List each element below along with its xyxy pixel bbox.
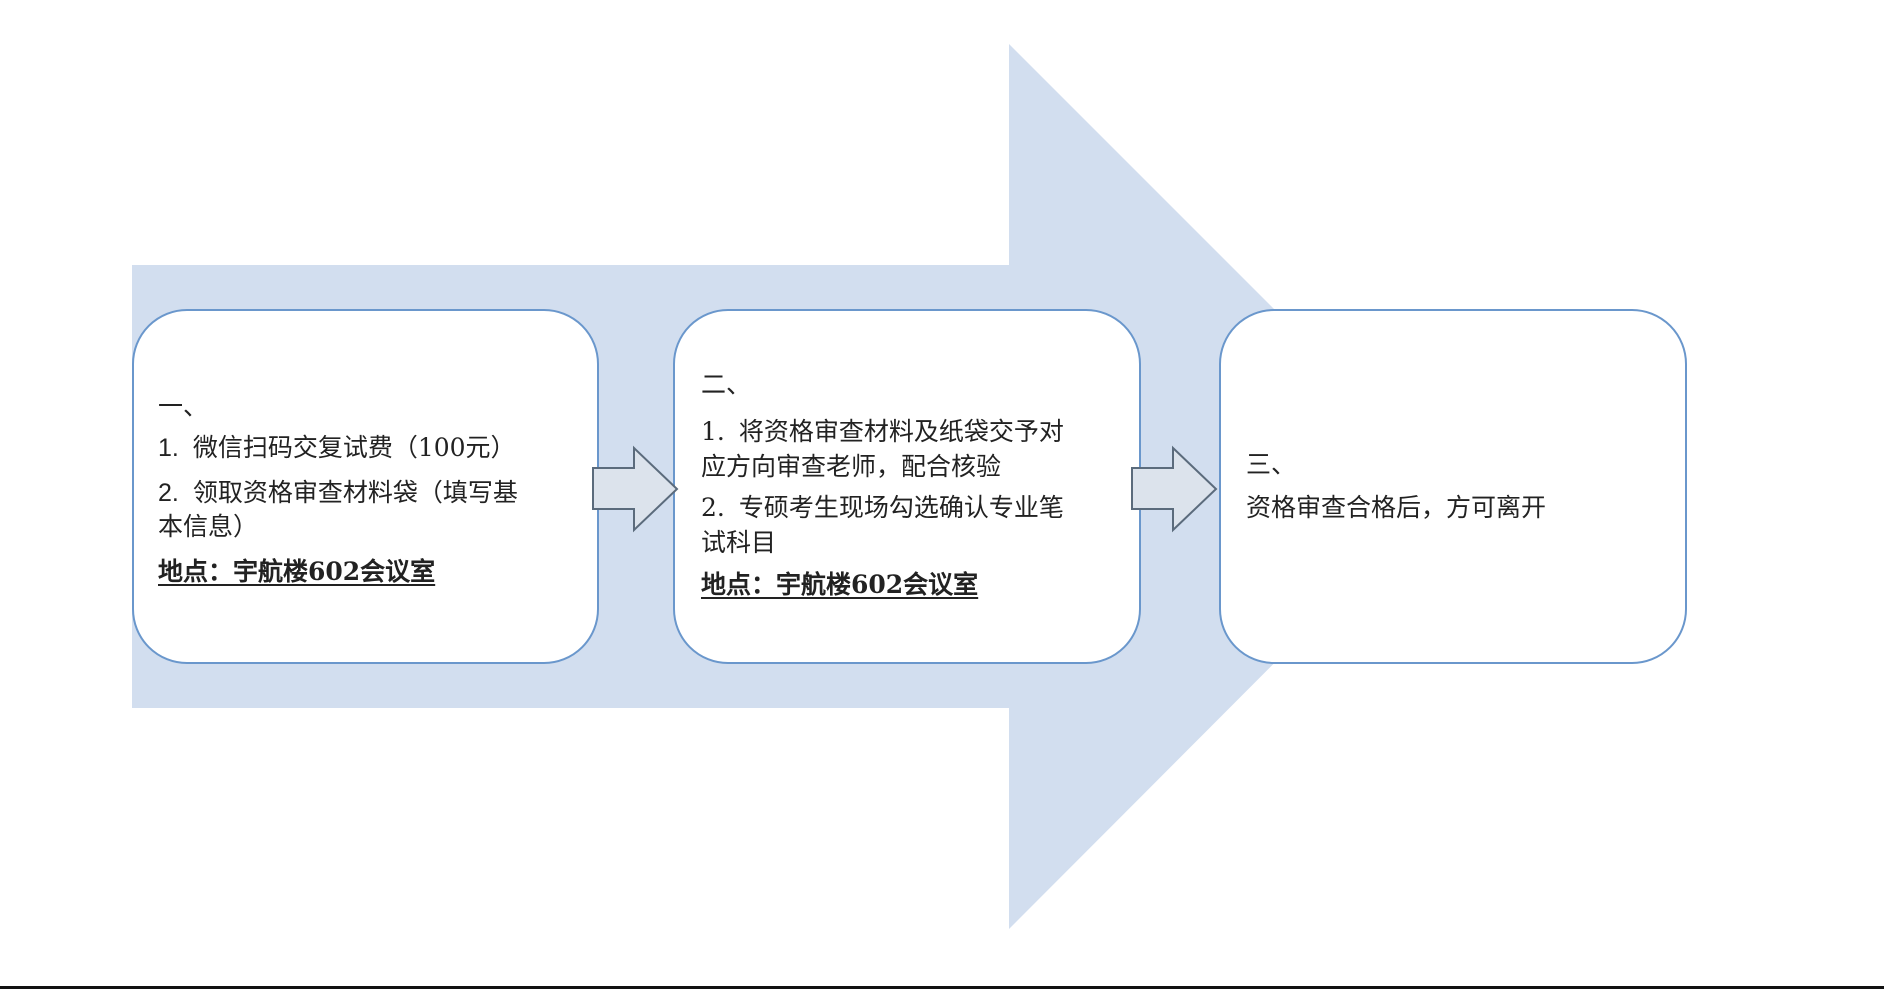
step-2-item-2: 2. 专硕考生现场勾选确认专业笔 — [701, 491, 1064, 525]
step-1-heading: 一、 — [158, 392, 209, 421]
step-2-item-1-continued: 应方向审查老师，配合核验 — [701, 452, 1002, 481]
step-1-item-1-text: 微信扫码交复试费（100元） — [192, 433, 516, 462]
step-1-item-2: 2. 领取资格审查材料袋（填写基 — [158, 476, 518, 510]
step-2-heading: 二、 — [701, 370, 752, 399]
step-1-item-1: 1. 微信扫码交复试费（100元） — [158, 431, 516, 465]
step-2-box — [673, 309, 1141, 664]
step-1-location: 地点：宇航楼602会议室 — [158, 557, 436, 586]
step-2-item-2-text: 专硕考生现场勾选确认专业笔 — [738, 493, 1064, 522]
step-1-item-1-number: 1. — [158, 434, 179, 462]
step-2-location: 地点：宇航楼602会议室 — [701, 570, 979, 599]
step-2-item-2-continued: 试科目 — [701, 528, 777, 557]
step-1-item-2-text: 领取资格审查材料袋（填写基 — [192, 478, 518, 507]
step-2-item-1-text: 将资格审查材料及纸袋交予对 — [738, 417, 1064, 446]
step-1-item-2-continued: 本信息） — [158, 512, 259, 541]
step-3-text: 资格审查合格后，方可离开 — [1246, 493, 1547, 522]
step-2-item-1-number: 1. — [701, 417, 725, 446]
step-3-heading: 三、 — [1246, 450, 1297, 479]
bottom-divider — [0, 986, 1884, 989]
step-2-item-2-number: 2. — [701, 493, 725, 522]
step-1-item-2-number: 2. — [158, 479, 179, 507]
step-2-item-1: 1. 将资格审查材料及纸袋交予对 — [701, 415, 1064, 449]
step-3-box — [1219, 309, 1687, 664]
